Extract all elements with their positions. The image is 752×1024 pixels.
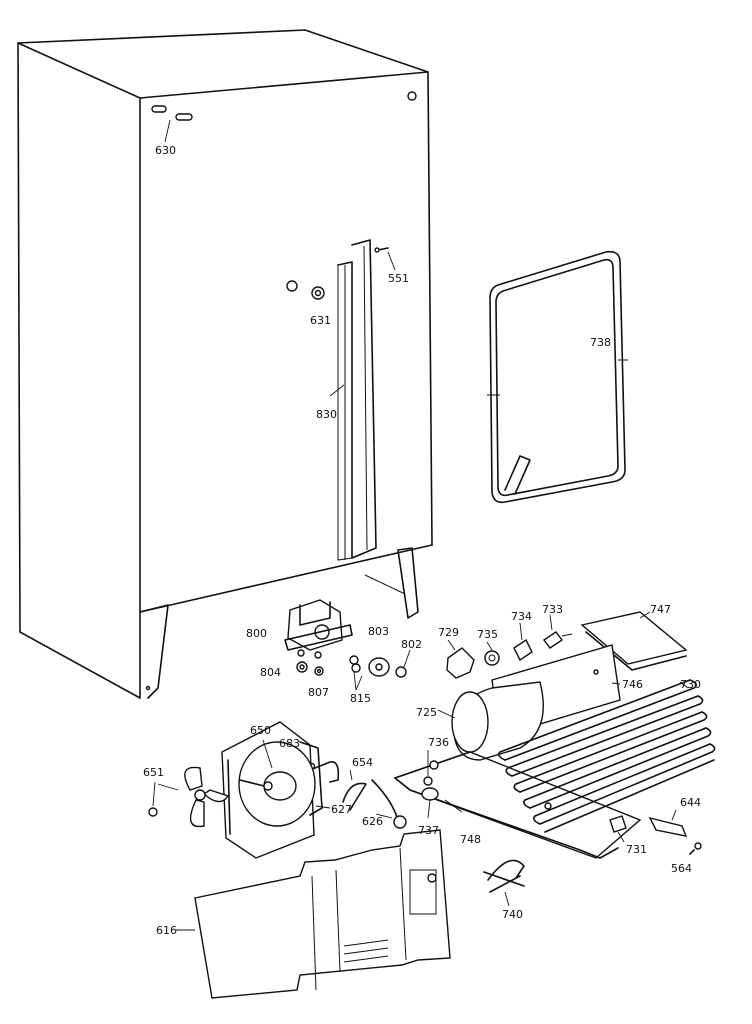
part-803-grommet [368, 657, 390, 677]
part-807-washer [314, 666, 324, 676]
label-626: 626 [362, 815, 383, 828]
label-737: 737 [418, 824, 439, 837]
label-725: 725 [416, 706, 437, 719]
part-644-bracket [648, 809, 688, 837]
part-651-fan-blade [148, 766, 230, 828]
part-616-rear-access-panel [176, 829, 451, 999]
label-807: 807 [308, 686, 329, 699]
part-callout-labels: 630 551 631 830 738 800 803 802 804 807 … [143, 144, 701, 937]
part-729-relay [446, 639, 475, 679]
label-734: 734 [511, 610, 532, 623]
label-747: 747 [650, 603, 671, 616]
label-616: 616 [156, 924, 177, 937]
part-737-mount [421, 787, 439, 819]
part-804-nut [296, 661, 308, 673]
label-564: 564 [671, 862, 692, 875]
part-551-screw [374, 247, 396, 271]
label-735: 735 [477, 628, 498, 641]
label-802: 802 [401, 638, 422, 651]
part-626-tube [371, 779, 407, 829]
part-731-clip [609, 815, 627, 843]
part-736-grommet [423, 750, 433, 786]
part-650-fan-motor [239, 739, 297, 801]
label-683: 683 [279, 737, 300, 750]
part-800-water-valve [284, 599, 353, 659]
part-564-screw [689, 842, 702, 855]
label-830: 830 [316, 408, 337, 421]
label-644: 644 [680, 796, 701, 809]
label-803: 803 [368, 625, 389, 638]
label-551: 551 [388, 272, 409, 285]
label-740: 740 [502, 908, 523, 921]
part-740-harness-clip [483, 859, 525, 907]
part-735-overload [484, 641, 500, 666]
part-730-condenser-coil [498, 679, 716, 833]
label-729: 729 [438, 626, 459, 639]
label-730: 730 [680, 678, 701, 691]
part-630-emblem [151, 105, 193, 143]
label-630: 630 [155, 144, 176, 157]
label-651: 651 [143, 766, 164, 779]
label-631: 631 [310, 314, 331, 327]
label-804: 804 [260, 666, 281, 679]
label-627: 627 [331, 803, 352, 816]
label-746: 746 [622, 678, 643, 691]
part-748-base-plate [393, 751, 642, 859]
label-733: 733 [542, 603, 563, 616]
label-731: 731 [626, 843, 647, 856]
part-631-bushing [286, 280, 325, 300]
part-738-drain-loop [487, 250, 628, 504]
label-654: 654 [352, 756, 373, 769]
label-800: 800 [246, 627, 267, 640]
part-725-compressor [437, 681, 544, 761]
label-815: 815 [350, 692, 371, 705]
part-815-nuts [349, 655, 363, 691]
label-748: 748 [460, 833, 481, 846]
label-736: 736 [428, 736, 449, 749]
part-802-fitting [395, 649, 411, 678]
part-654-bracket [342, 769, 367, 811]
label-738: 738 [590, 336, 611, 349]
label-650: 650 [250, 724, 271, 737]
part-733-cord-clip [542, 614, 573, 649]
refrigerator-cabinet [17, 29, 433, 699]
part-734-capacitor-clip [513, 622, 533, 662]
